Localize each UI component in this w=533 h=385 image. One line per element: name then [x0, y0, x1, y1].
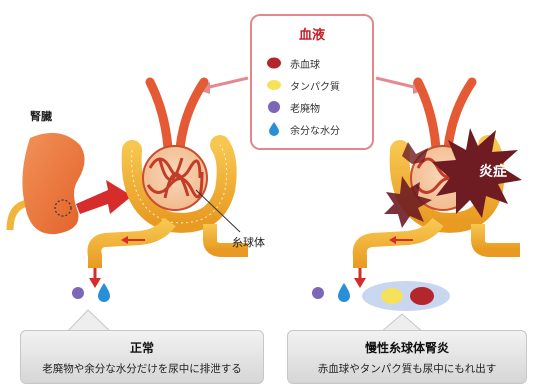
legend-label: 赤血球 [290, 56, 320, 71]
kidney-illustration [10, 133, 85, 234]
water-drop [98, 283, 110, 302]
normal-excretion [72, 283, 110, 302]
legend-item-water: 余分な水分 [266, 120, 340, 138]
legend-label: 老廃物 [290, 100, 320, 115]
protein-particle [381, 288, 403, 304]
disease-excretion [312, 281, 450, 311]
waste-particle [312, 287, 324, 299]
water-drop-icon [266, 122, 282, 136]
legend-label: 余分な水分 [290, 122, 340, 137]
normal-caption: 正常 老廃物や余分な水分だけを尿中に排泄する [20, 330, 264, 384]
red-blood-cell-particle [410, 287, 434, 305]
kidney-label: 腎臓 [30, 108, 52, 124]
zoom-arrow [76, 180, 132, 214]
legend-title: 血液 [252, 24, 372, 43]
red-blood-cell-icon [266, 56, 282, 70]
waste-particle [72, 287, 84, 299]
legend-item-protein: タンパク質 [266, 76, 340, 94]
protein-icon [266, 78, 282, 92]
legend-label: タンパク質 [290, 78, 340, 93]
inflammation-label: 炎症 [479, 161, 507, 181]
blood-legend: 血液 赤血球 タンパク質 老廃物 余分な水分 [250, 14, 374, 150]
glomerulus-label: 糸球体 [232, 234, 265, 250]
normal-title: 正常 [21, 339, 263, 356]
disease-title: 慢性糸球体腎炎 [288, 339, 526, 356]
waste-icon [266, 100, 282, 114]
normal-description: 老廃物や余分な水分だけを尿中に排泄する [21, 361, 263, 376]
disease-description: 赤血球やタンパク質も尿中にもれ出す [288, 361, 526, 376]
legend-item-waste: 老廃物 [266, 98, 320, 116]
water-drop [338, 283, 350, 302]
legend-item-red-blood-cell: 赤血球 [266, 54, 320, 72]
leak-cloud [362, 281, 450, 311]
disease-caption: 慢性糸球体腎炎 赤血球やタンパク質も尿中にもれ出す [287, 330, 527, 384]
